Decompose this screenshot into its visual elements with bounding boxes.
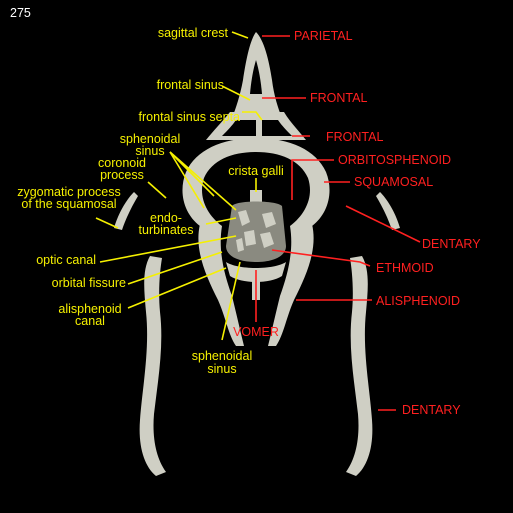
dentary-left	[139, 256, 166, 476]
label-optic-canal: optic canal	[36, 253, 96, 267]
yellow-labels: sagittal crest frontal sinus frontal sin…	[17, 26, 284, 376]
label-orbital-fissure: orbital fissure	[52, 276, 126, 290]
label-dentary-upper: DENTARY	[422, 237, 481, 251]
label-coronoid-2: process	[100, 168, 144, 182]
label-alisphenoid-canal-2: canal	[75, 314, 105, 328]
dentary-right	[346, 256, 373, 476]
label-sphenoidal-sinus-bottom-2: sinus	[207, 362, 236, 376]
yellow-leader-lines	[95, 31, 263, 341]
label-zygomatic-1: zygomatic process	[17, 185, 121, 199]
label-endo-1: endo-	[150, 211, 182, 225]
red-labels: PARIETAL FRONTAL FRONTAL ORBITOSPHENOID …	[233, 29, 481, 417]
slice-number: 275	[10, 6, 31, 20]
label-squamosal: SQUAMOSAL	[354, 175, 433, 189]
label-alisphenoid: ALISPHENOID	[376, 294, 460, 308]
label-endo-2: turbinates	[139, 223, 194, 237]
label-coronoid-1: coronoid	[98, 156, 146, 170]
zygomatic-right	[376, 192, 400, 230]
label-frontal-2: FRONTAL	[326, 130, 383, 144]
label-alisphenoid-canal-1: alisphenoid	[58, 302, 121, 316]
label-frontal-1: FRONTAL	[310, 91, 367, 105]
label-parietal: PARIETAL	[294, 29, 353, 43]
alisphenoid-walls	[198, 224, 244, 346]
label-sphenoidal-sinus-top-2: sinus	[135, 144, 164, 158]
label-sagittal-crest: sagittal crest	[158, 26, 229, 40]
label-frontal-sinus-septa: frontal sinus septa	[139, 110, 240, 124]
label-orbitosphenoid: ORBITOSPHENOID	[338, 153, 451, 167]
label-sphenoidal-sinus-bottom-1: sphenoidal	[192, 349, 252, 363]
label-zygomatic-2: of the squamosal	[21, 197, 116, 211]
label-vomer: VOMER	[233, 325, 279, 339]
label-frontal-sinus: frontal sinus	[157, 78, 224, 92]
red-leader-lines	[255, 35, 421, 411]
label-dentary-lower: DENTARY	[402, 403, 461, 417]
label-sphenoidal-sinus-top-1: sphenoidal	[120, 132, 180, 146]
ethmoid-turbinates	[226, 201, 286, 262]
label-crista-galli: crista galli	[228, 164, 284, 178]
zygomatic-left	[114, 192, 138, 230]
label-ethmoid: ETHMOID	[376, 261, 434, 275]
